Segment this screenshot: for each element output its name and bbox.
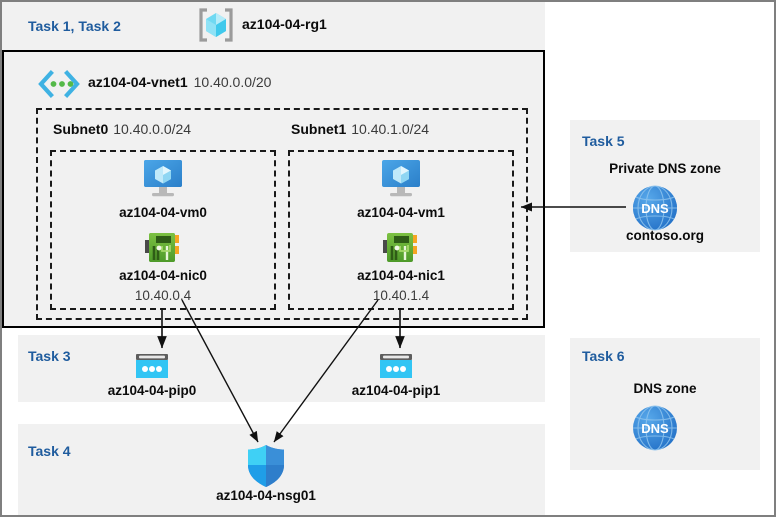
task-label-3: Task 3 — [28, 348, 71, 364]
nic1-ip: 10.40.1.4 — [372, 288, 430, 303]
task-label-6: Task 6 — [582, 348, 625, 364]
pip1-label: az104-04-pip1 — [351, 383, 441, 398]
public-ip-address-icon — [134, 352, 170, 382]
resource-group-panel — [2, 2, 545, 50]
vm1-label: az104-04-vm1 — [357, 205, 445, 220]
task-label-4: Task 4 — [28, 443, 71, 459]
arrow-nic1-to-nsg — [273, 299, 379, 443]
resource-group-icon — [198, 8, 234, 42]
vnet-cidr: 10.40.0.0/20 — [193, 74, 272, 90]
dns-zone-icon: DNS — [631, 404, 679, 452]
private-dns-zone-heading: Private DNS zone — [609, 161, 721, 176]
network-interface-icon — [383, 232, 419, 264]
pip0-label: az104-04-pip0 — [107, 383, 197, 398]
virtual-machine-icon — [378, 158, 424, 198]
task3-panel — [18, 335, 545, 402]
subnet0-cidr: 10.40.0.0/24 — [113, 121, 192, 137]
virtual-network-panel — [2, 50, 545, 328]
nic0-ip: 10.40.0.4 — [134, 288, 192, 303]
task6-panel — [570, 338, 760, 470]
arrow-nic0-to-nsg — [181, 299, 259, 443]
task-label-1-2: Task 1, Task 2 — [28, 18, 121, 34]
public-ip-address-icon — [378, 352, 414, 382]
dns-icon-text: DNS — [641, 421, 669, 436]
vnet-name-row: az104-04-vnet1 10.40.0.0/20 — [88, 74, 271, 90]
task5-panel — [570, 120, 760, 252]
network-security-group-icon — [245, 443, 287, 489]
nsg-label: az104-04-nsg01 — [216, 488, 316, 503]
subnet1-name: Subnet1 — [291, 121, 347, 137]
vm0-label: az104-04-vm0 — [119, 205, 207, 220]
dns-zone-icon: DNS — [631, 184, 679, 232]
subnet1-box — [288, 150, 514, 310]
virtual-network-icon — [38, 70, 80, 98]
nic1-label: az104-04-nic1 — [357, 268, 445, 283]
task-label-5: Task 5 — [582, 133, 625, 149]
virtual-machine-icon — [140, 158, 186, 198]
subnet0-box — [50, 150, 276, 310]
private-dns-zone-name: contoso.org — [626, 228, 704, 243]
network-interface-icon — [145, 232, 181, 264]
subnet1-header: Subnet1 10.40.1.0/24 — [291, 121, 429, 137]
dns-icon-text: DNS — [641, 201, 669, 216]
subnets-container — [36, 108, 528, 320]
vnet-name: az104-04-vnet1 — [88, 74, 188, 90]
nic0-label: az104-04-nic0 — [119, 268, 207, 283]
resource-group-name-row: az104-04-rg1 — [242, 16, 327, 32]
subnet1-cidr: 10.40.1.0/24 — [351, 121, 430, 137]
dns-zone-heading: DNS zone — [633, 381, 697, 396]
subnet0-header: Subnet0 10.40.0.0/24 — [53, 121, 191, 137]
resource-group-name: az104-04-rg1 — [242, 16, 327, 32]
subnet0-name: Subnet0 — [53, 121, 109, 137]
